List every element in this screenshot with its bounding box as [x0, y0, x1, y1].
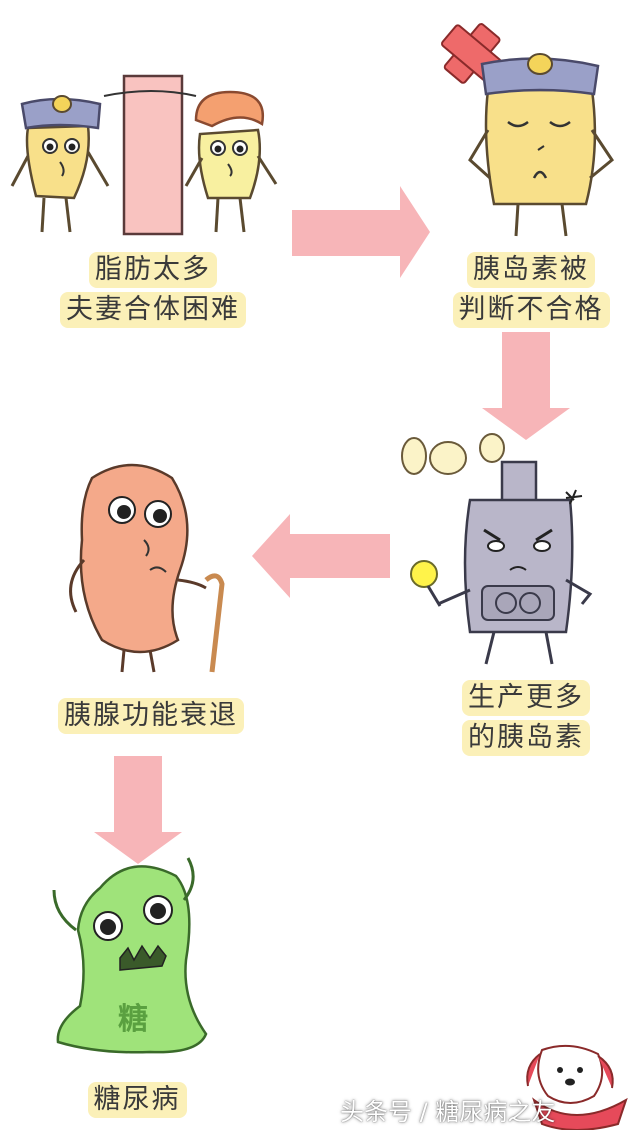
- label-produce-line2: 的胰岛素: [462, 720, 590, 756]
- arrow-down-right-column: [482, 332, 570, 440]
- arrow-left: [252, 514, 390, 598]
- label-diabetes-line1: 糖尿病: [87, 1082, 187, 1118]
- label-judged: 胰岛素被 判断不合格: [448, 250, 614, 330]
- aging-pancreas-character: [69, 463, 225, 673]
- insulin-police-character-rejected: [468, 53, 615, 237]
- label-fat-line1: 脂肪太多: [89, 252, 217, 288]
- label-judged-line2: 判断不合格: [452, 292, 610, 328]
- label-judged-line1: 胰岛素被: [467, 252, 595, 288]
- insulin-wife-character: [184, 90, 278, 233]
- label-produce-line1: 生产更多: [462, 680, 590, 716]
- dog-mascot-logo-icon: [526, 1044, 628, 1130]
- label-diabetes: 糖尿病: [78, 1080, 196, 1120]
- label-produce: 生产更多 的胰岛素: [446, 678, 606, 758]
- pancreas-machine-character: [410, 460, 593, 665]
- label-decline-line1: 胰腺功能衰退: [58, 698, 244, 734]
- diabetes-blob-character: [52, 857, 208, 1054]
- label-fat-line2: 夫妻合体困难: [60, 292, 246, 328]
- watermark-text: 头条号 / 糖尿病之友: [340, 1098, 556, 1126]
- diabetes-blob-text: 糖: [118, 1002, 148, 1037]
- arrow-right: [292, 186, 430, 278]
- insulin-bubbles: [401, 433, 505, 475]
- label-decline: 胰腺功能衰退: [44, 696, 258, 736]
- insulin-police-character-left: [10, 95, 110, 233]
- label-fat: 脂肪太多 夫妻合体困难: [58, 250, 248, 330]
- arrow-down-left-column: [94, 756, 182, 864]
- fat-bar: [103, 74, 197, 236]
